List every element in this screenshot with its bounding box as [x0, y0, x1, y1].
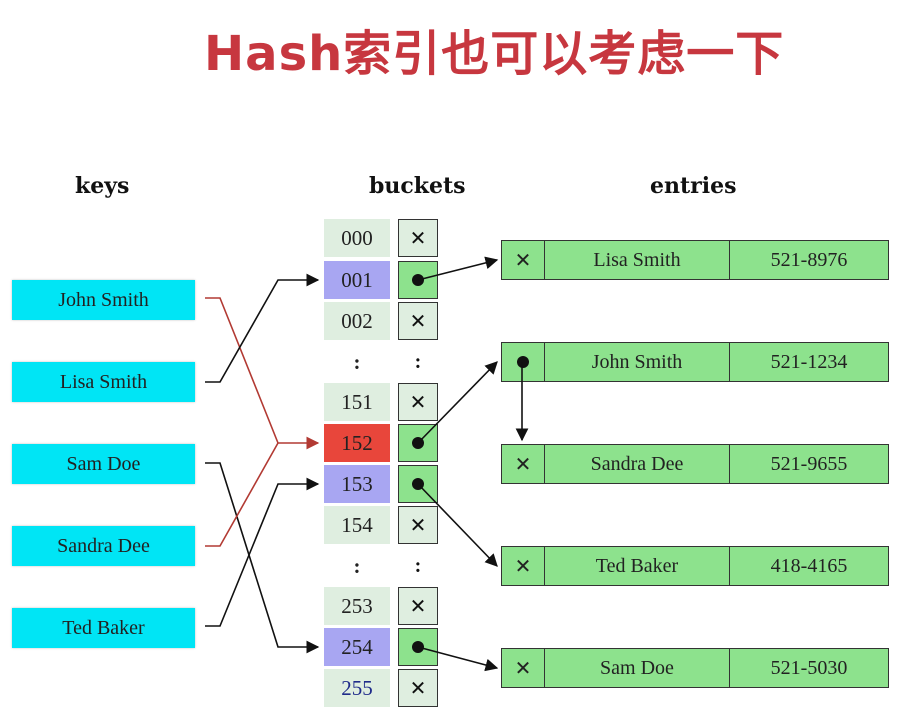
arrow-254-to-sam-doe — [417, 646, 499, 672]
entry-phone: 521-5030 — [770, 656, 848, 679]
null-pointer-icon: ✕ — [398, 669, 438, 707]
page-title: Hash索引也可以考虑一下 — [204, 26, 785, 82]
null-pointer-icon: ✕ — [398, 506, 438, 544]
pointer-dot-icon — [517, 356, 529, 368]
bucket-number-253: 253 — [324, 587, 390, 625]
arrow-john-smith-to-152 — [205, 297, 320, 450]
entry-sandra-dee: ✕ Sandra Dee 521-9655 — [501, 444, 889, 484]
bucket-number-001: 001 — [324, 261, 390, 299]
null-pointer-icon: ✕ — [502, 547, 545, 585]
key-ted-baker: Ted Baker — [12, 608, 195, 648]
bucket-number-153: 153 — [324, 465, 390, 503]
bucket-number-254: 254 — [324, 628, 390, 666]
null-pointer-icon: ✕ — [398, 302, 438, 340]
bucket-number-255: 255 — [324, 669, 390, 707]
key-sandra-dee: Sandra Dee — [12, 526, 195, 566]
entry-name: Sandra Dee — [545, 445, 730, 483]
bucket-gap-ellipsis: : — [353, 349, 361, 374]
entry-lisa-smith: ✕ Lisa Smith 521-8976 — [501, 240, 889, 280]
entry-name: John Smith — [545, 343, 730, 381]
key-lisa-smith: Lisa Smith — [12, 362, 195, 402]
keys-header: keys — [75, 173, 130, 199]
arrow-ted-baker-to-153 — [205, 477, 320, 627]
slot-gap-ellipsis: : — [414, 350, 422, 373]
key-john-smith: John Smith — [12, 280, 195, 320]
null-pointer-icon: ✕ — [502, 649, 545, 687]
bucket-number-152: 152 — [324, 424, 390, 462]
entry-sam-doe: ✕ Sam Doe 521-5030 — [501, 648, 889, 688]
arrow-153-to-ted-baker — [417, 483, 498, 567]
entry-phone: 521-1234 — [770, 350, 848, 373]
entry-john-smith: John Smith 521-1234 — [501, 342, 889, 382]
buckets-header: buckets — [369, 173, 466, 199]
entries-header: entries — [650, 173, 737, 199]
entry-phone: 521-9655 — [770, 452, 848, 475]
null-pointer-icon: ✕ — [502, 241, 545, 279]
null-pointer-icon: ✕ — [398, 587, 438, 625]
entry-phone: 521-8976 — [770, 248, 848, 271]
bucket-number-151: 151 — [324, 383, 390, 421]
null-pointer-icon: ✕ — [502, 445, 545, 483]
next-pointer — [502, 343, 545, 381]
bucket-number-000: 000 — [324, 219, 390, 257]
entry-phone: 418-4165 — [770, 554, 848, 577]
slot-gap-ellipsis: : — [414, 554, 422, 577]
null-pointer-icon: ✕ — [398, 383, 438, 421]
entry-name: Lisa Smith — [545, 241, 730, 279]
arrow-152-to-john-smith — [417, 361, 498, 444]
arrow-001-to-lisa-smith — [417, 256, 499, 281]
bucket-number-154: 154 — [324, 506, 390, 544]
entry-name: Ted Baker — [545, 547, 730, 585]
entry-ted-baker: ✕ Ted Baker 418-4165 — [501, 546, 889, 586]
entry-name: Sam Doe — [545, 649, 730, 687]
null-pointer-icon: ✕ — [398, 219, 438, 257]
bucket-gap-ellipsis: : — [353, 553, 361, 578]
key-sam-doe: Sam Doe — [12, 444, 195, 484]
arrow-sandra-dee-to-152 — [205, 442, 279, 547]
arrow-lisa-smith-to-001 — [205, 273, 320, 383]
bucket-number-002: 002 — [324, 302, 390, 340]
